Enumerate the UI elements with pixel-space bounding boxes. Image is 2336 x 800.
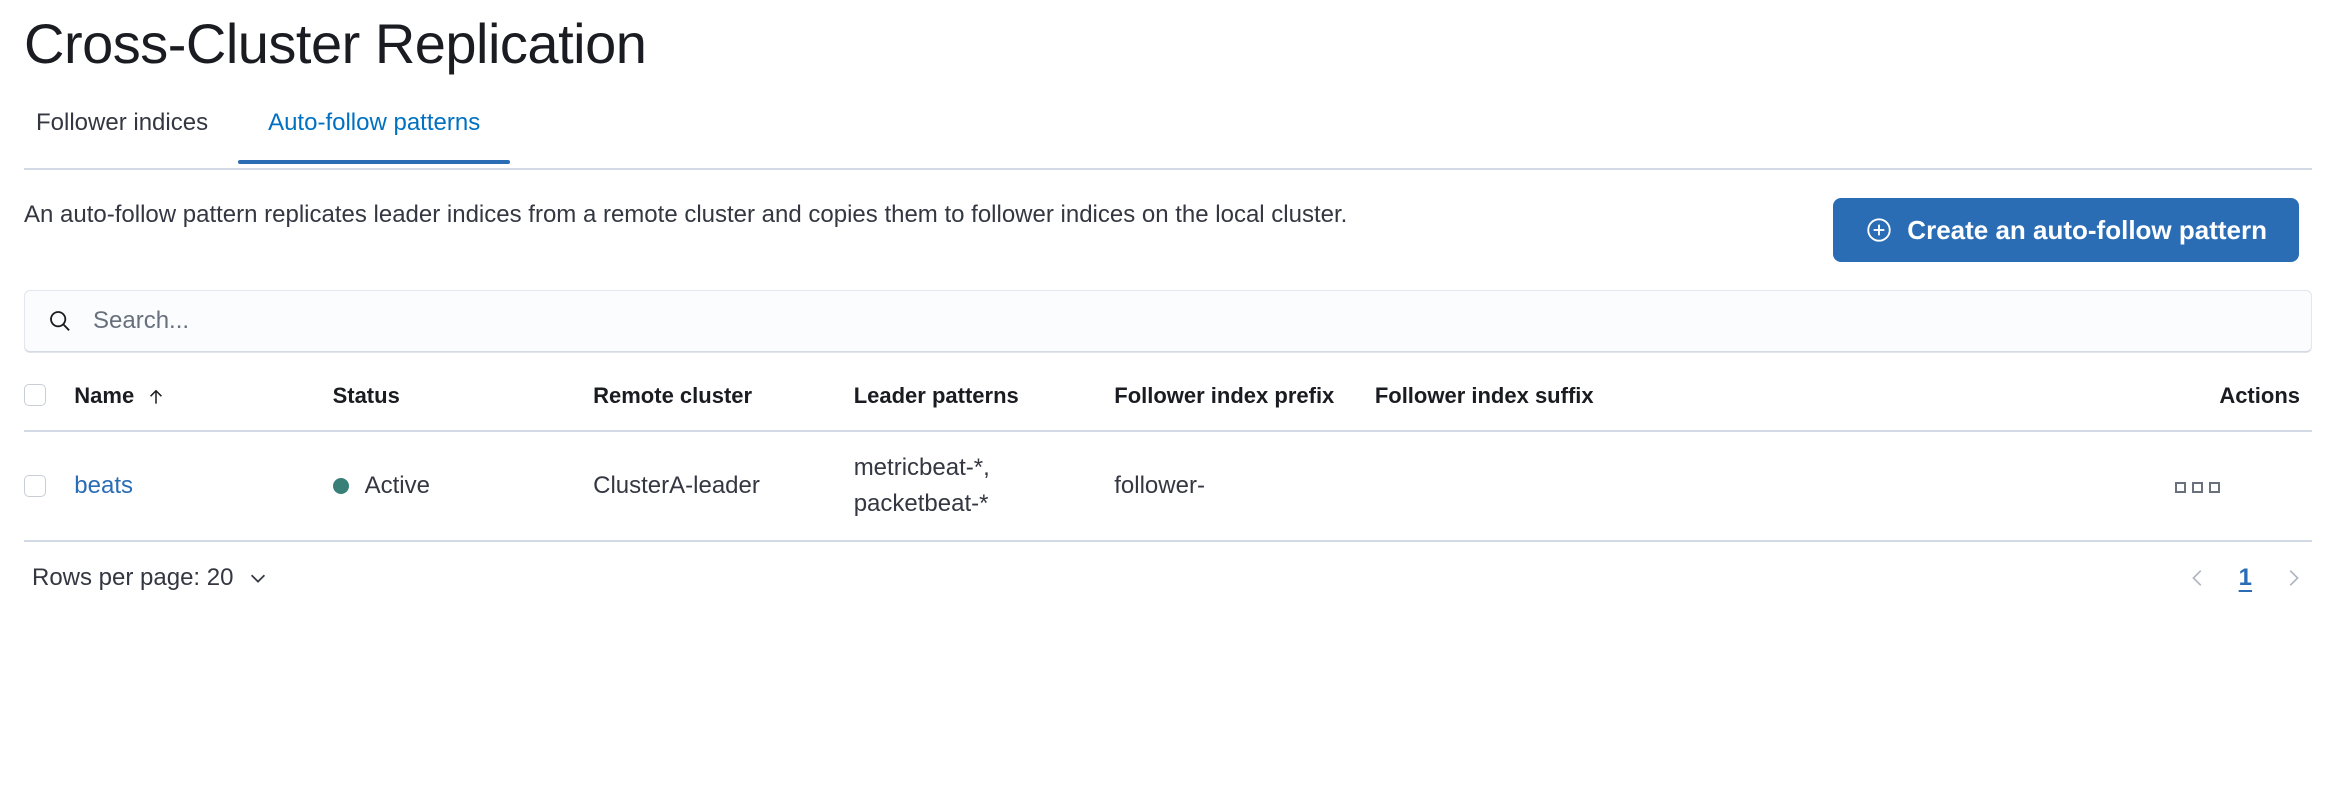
chevron-left-icon[interactable] xyxy=(2187,565,2209,591)
boxes-horizontal-icon[interactable] xyxy=(2174,482,2220,493)
column-header-leader-patterns[interactable]: Leader patterns xyxy=(853,382,1115,432)
column-header-remote-cluster[interactable]: Remote cluster xyxy=(593,382,854,432)
table-head: Name Status Remote cluster Leader patter… xyxy=(24,382,2312,432)
arrow-up-icon xyxy=(146,386,166,406)
cell-leader-patterns: metricbeat-*, packetbeat-* xyxy=(853,431,1115,542)
rows-per-page-selector[interactable]: Rows per page: 20 xyxy=(32,564,269,592)
pattern-name-link[interactable]: beats xyxy=(74,472,133,499)
table-header-row: Name Status Remote cluster Leader patter… xyxy=(24,382,2312,432)
row-checkbox[interactable] xyxy=(24,475,46,497)
status-badge: Active xyxy=(332,468,430,504)
status-dot-icon xyxy=(332,477,349,494)
auto-follow-patterns-table: Name Status Remote cluster Leader patter… xyxy=(24,382,2312,542)
select-all-header xyxy=(24,382,75,432)
cell-follower-index-suffix xyxy=(1374,431,2175,542)
cell-remote-cluster: ClusterA-leader xyxy=(593,431,854,542)
column-header-name-label: Name xyxy=(74,383,135,408)
column-header-follower-index-prefix[interactable]: Follower index prefix xyxy=(1114,382,1375,432)
page-title: Cross-Cluster Replication xyxy=(24,12,647,75)
table-body: beats Active ClusterA-leader metricbeat-… xyxy=(24,431,2312,542)
cell-actions xyxy=(2174,431,2312,542)
search-input[interactable] xyxy=(93,307,2289,335)
table-row: beats Active ClusterA-leader metricbeat-… xyxy=(24,431,2312,542)
column-header-actions: Actions xyxy=(2174,382,2312,432)
search-bar[interactable] xyxy=(24,290,2312,352)
chevron-right-icon[interactable] xyxy=(2282,565,2304,591)
cell-name: beats xyxy=(74,431,333,542)
column-header-name[interactable]: Name xyxy=(74,382,333,432)
plus-in-circle-icon xyxy=(1865,216,1893,244)
column-header-follower-index-suffix[interactable]: Follower index suffix xyxy=(1374,382,2175,432)
rows-per-page-label: Rows per page: 20 xyxy=(32,564,234,591)
table-footer: Rows per page: 20 1 xyxy=(24,564,2312,592)
box-1 xyxy=(2174,482,2186,493)
cell-follower-index-prefix: follower- xyxy=(1114,431,1375,542)
pagination: 1 xyxy=(2187,564,2304,592)
row-select-cell xyxy=(24,431,75,542)
tab-follower-indices[interactable]: Follower indices xyxy=(24,102,238,164)
box-3 xyxy=(2208,482,2220,493)
create-auto-follow-pattern-button[interactable]: Create an auto-follow pattern xyxy=(1833,198,2299,262)
pagination-page-1[interactable]: 1 xyxy=(2238,564,2252,591)
create-button-label: Create an auto-follow pattern xyxy=(1907,215,2267,245)
status-label: Active xyxy=(364,471,430,499)
select-all-checkbox[interactable] xyxy=(24,384,46,406)
chevron-down-icon xyxy=(247,567,269,589)
column-header-status[interactable]: Status xyxy=(332,382,594,432)
cell-status: Active xyxy=(332,431,594,542)
box-2 xyxy=(2191,482,2203,493)
search-icon xyxy=(47,308,73,334)
tab-auto-follow-patterns[interactable]: Auto-follow patterns xyxy=(238,102,511,164)
tab-bar: Follower indices Auto-follow patterns xyxy=(24,102,2312,170)
intro-section: An auto-follow pattern replicates leader… xyxy=(24,196,2312,262)
description-text: An auto-follow pattern replicates leader… xyxy=(24,201,1348,228)
